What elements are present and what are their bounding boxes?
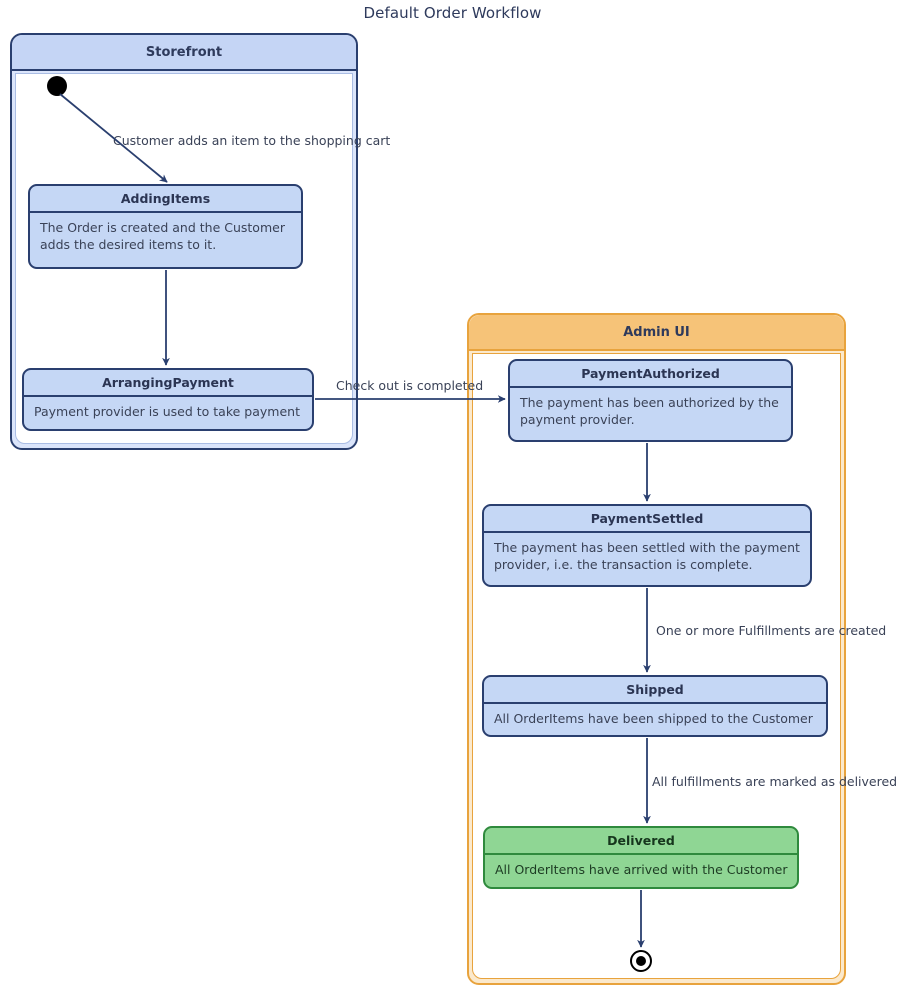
state-shipped-name: Shipped (484, 677, 826, 704)
state-payment-settled-name: PaymentSettled (484, 506, 810, 533)
region-storefront-label: Storefront (12, 35, 356, 71)
state-delivered-name: Delivered (485, 828, 797, 855)
initial-state (47, 76, 67, 96)
state-adding-items-description: The Order is created and the Customer ad… (40, 220, 285, 252)
transition-label-shipped-to-delivered: All fulfillments are marked as delivered (652, 774, 898, 789)
diagram-title: Default Order Workflow (363, 4, 542, 22)
state-payment-authorized-description: The payment has been authorized by the p… (520, 395, 779, 427)
state-payment-settled-description: The payment has been settled with the pa… (494, 540, 800, 572)
state-payment-authorized-name: PaymentAuthorized (510, 361, 791, 388)
state-payment-authorized[interactable]: PaymentAuthorized The payment has been a… (508, 359, 793, 442)
state-arranging-payment[interactable]: ArrangingPayment Payment provider is use… (22, 368, 314, 431)
state-payment-settled[interactable]: PaymentSettled The payment has been sett… (482, 504, 812, 587)
state-shipped-description: All OrderItems have been shipped to the … (494, 711, 813, 726)
state-shipped[interactable]: Shipped All OrderItems have been shipped… (482, 675, 828, 737)
state-arranging-payment-name: ArrangingPayment (24, 370, 312, 397)
transition-label-arranging-payment-to-payment-authorized: Check out is completed (336, 378, 484, 393)
state-delivered-description: All OrderItems have arrived with the Cus… (495, 862, 788, 877)
transition-label-initial-to-adding-items: Customer adds an item to the shopping ca… (113, 133, 391, 148)
state-delivered[interactable]: Delivered All OrderItems have arrived wi… (483, 826, 799, 889)
final-state (630, 950, 652, 972)
transition-label-payment-settled-to-shipped: One or more Fulfillments are created (656, 623, 887, 638)
state-adding-items[interactable]: AddingItems The Order is created and the… (28, 184, 303, 269)
state-arranging-payment-description: Payment provider is used to take payment (34, 404, 300, 419)
state-adding-items-name: AddingItems (30, 186, 301, 213)
region-admin-ui-label: Admin UI (469, 315, 844, 351)
